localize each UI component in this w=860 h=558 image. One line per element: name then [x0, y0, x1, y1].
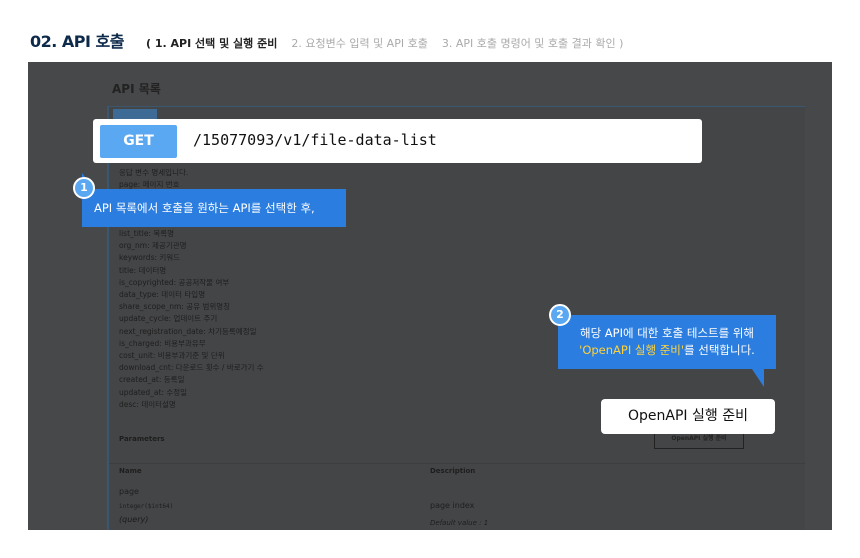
- response-field: download_cnt: 다운로드 횟수 / 바로가기 수: [119, 363, 264, 373]
- response-field: share_scope_nm: 공유 범위명칭: [119, 302, 231, 312]
- response-field: list_title: 목록명: [119, 229, 175, 239]
- section-header: 02. API 호출 ( 1. API 선택 및 실행 준비 2. 요청변수 입…: [30, 28, 637, 52]
- page-title: 02. API 호출: [30, 32, 125, 51]
- response-field: data_type: 데이터 타입명: [119, 290, 206, 300]
- response-field: title: 데이터명: [119, 265, 167, 275]
- callout-2: 해당 API에 대한 호출 테스트를 위해 'OpenAPI 실행 준비'를 선…: [558, 315, 776, 387]
- step-number-1: 1: [73, 177, 95, 199]
- response-field: is_charged: 비용부과유무: [119, 338, 206, 348]
- step-3: 3. API 호출 명령어 및 호출 결과 확인 ): [441, 37, 624, 50]
- get-method-badge: GET: [100, 125, 177, 158]
- api-card: 응답 변수 명세입니다. page: 페이지 번호 list_title: 목록명…: [107, 106, 805, 530]
- response-field: next_registration_date: 차기등록예정일: [119, 326, 257, 336]
- callout-1-text: API 목록에서 호출을 원하는 API를 선택한 후,: [94, 201, 315, 215]
- callout-2-highlight: 'OpenAPI 실행 준비': [579, 343, 685, 357]
- step-number-2: 2: [549, 304, 571, 326]
- parameters-label: Parameters: [119, 435, 165, 443]
- response-field: updated_at: 수정일: [119, 387, 188, 397]
- api-path: /15077093/v1/file-data-list: [193, 131, 437, 149]
- response-field: is_copyrighted: 공공저작물 여부: [119, 277, 230, 287]
- response-field: cost_unit: 비용부과기준 및 단위: [119, 351, 225, 361]
- callout-1: API 목록에서 호출을 원하는 API를 선택한 후,: [82, 173, 346, 227]
- response-fields: 응답 변수 명세입니다. page: 페이지 번호 list_title: 목록명…: [119, 167, 264, 411]
- api-endpoint-highlight[interactable]: GET /15077093/v1/file-data-list: [93, 119, 702, 163]
- param-name: page: [119, 487, 139, 496]
- api-list-title: API 목록: [112, 82, 161, 96]
- param-description: page index: [430, 501, 475, 510]
- col-description: Description: [430, 467, 476, 475]
- openapi-run-button[interactable]: OpenAPI 실행 준비: [601, 399, 775, 434]
- col-name: Name: [119, 467, 142, 475]
- response-field: desc: 데이터설명: [119, 399, 176, 409]
- response-field: created_at: 등록일: [119, 375, 185, 385]
- response-field: keywords: 키워드: [119, 253, 181, 263]
- step-1: ( 1. API 선택 및 실행 준비: [146, 37, 278, 50]
- param-default: Default value : 1: [430, 519, 489, 527]
- callout-2-line1: 해당 API에 대한 호출 테스트를 위해: [579, 326, 754, 340]
- response-field: org_nm: 제공기관명: [119, 241, 187, 251]
- response-field: 응답 변수 명세입니다.: [119, 168, 189, 177]
- step-2: 2. 요청변수 입력 및 API 호출: [291, 37, 428, 50]
- response-field: page: 페이지 번호: [119, 180, 180, 190]
- response-field: update_cycle: 업데이트 주기: [119, 314, 218, 324]
- param-in: (query): [119, 515, 149, 524]
- callout-2-line2: 를 선택합니다.: [684, 343, 755, 357]
- param-type: integer($int64): [119, 503, 174, 510]
